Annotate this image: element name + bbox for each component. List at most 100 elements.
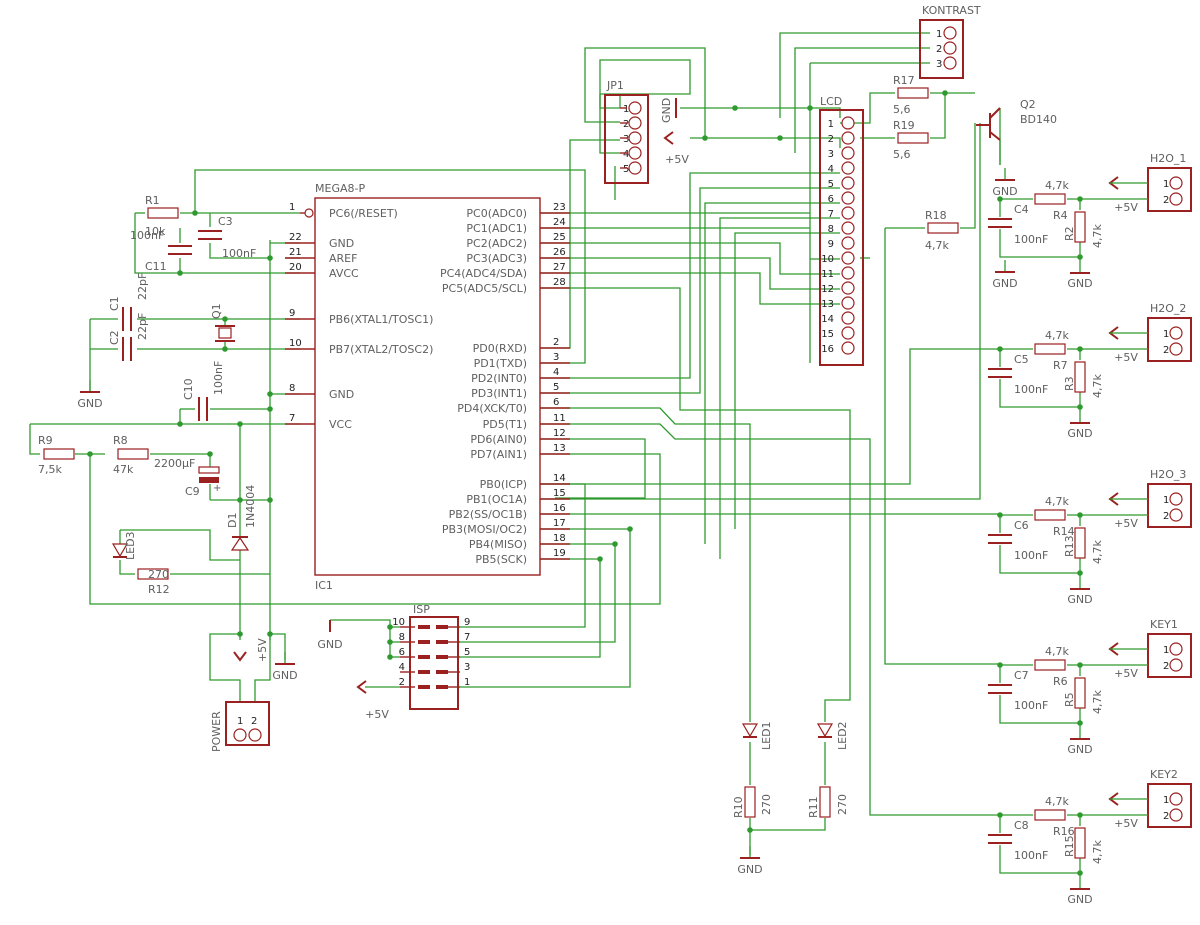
- r-value: 4,7k: [1045, 795, 1069, 808]
- d1-label: D1: [226, 513, 239, 528]
- ic1-pin-num: 3: [553, 352, 559, 363]
- ic1-pin-name: PB0(ICP): [480, 478, 527, 491]
- ic1-pin-num: 11: [553, 413, 566, 424]
- ic1-pin-name: PD7(AIN1): [470, 448, 527, 461]
- jp1-pin: [628, 116, 642, 130]
- cap-value: 100nF: [1014, 849, 1048, 862]
- r-bot-value: 4,7k: [1091, 840, 1104, 864]
- jp1-pin-num: 5: [623, 164, 629, 175]
- ic1-part-label: MEGA8-P: [315, 182, 365, 195]
- connector-pin-num: 1: [1163, 329, 1169, 340]
- isp-pin-num: 7: [464, 632, 470, 643]
- ic1-pin-num: 21: [289, 247, 302, 258]
- ic1-pin-name: PD2(INT0): [471, 372, 527, 385]
- vcc-label: +5V: [1114, 517, 1138, 530]
- cap-value: 100nF: [1014, 383, 1048, 396]
- r8-label: R8: [113, 434, 128, 447]
- cap-value: 100nF: [1014, 233, 1048, 246]
- jp1-pin: [628, 131, 642, 145]
- vcc-label: +5V: [665, 153, 689, 166]
- ic1-pin-name: GND: [329, 388, 354, 401]
- ic1-pin-num: 23: [553, 202, 566, 213]
- r-top-label: R4: [1053, 209, 1068, 222]
- power-pin-2: 2: [251, 716, 257, 727]
- sensor-connector: [1147, 633, 1192, 678]
- ic1-pin-num: 7: [289, 413, 295, 424]
- kontrast-pin-num: 1: [936, 29, 942, 40]
- r-value: 4,7k: [1045, 329, 1069, 342]
- lcd-pin: [841, 341, 855, 355]
- kontrast-pin: [943, 26, 957, 40]
- connector-pin-num: 1: [1163, 645, 1169, 656]
- lcd-pin-num: 6: [828, 194, 834, 205]
- jp1-pin-num: 1: [623, 104, 629, 115]
- ic1-pin-name: PC4(ADC4/SDA): [440, 267, 527, 280]
- lcd-pin: [841, 191, 855, 205]
- ic1-pin-num: 18: [553, 533, 566, 544]
- r11-value: 270: [836, 794, 849, 815]
- c9-value: 2200µF: [154, 457, 195, 470]
- lcd-pin-num: 9: [828, 239, 834, 250]
- jp1-ref-label: JP1: [606, 79, 624, 92]
- r-value: 4,7k: [1045, 645, 1069, 658]
- ic1-pin-num: 8: [289, 383, 295, 394]
- ic1-pin-name: PD1(TXD): [474, 357, 527, 370]
- kontrast-pin: [943, 41, 957, 55]
- ic1-pin-name: PB1(OC1A): [466, 493, 527, 506]
- ic1-pin-name: AREF: [329, 252, 357, 265]
- lcd-pin-num: 8: [828, 224, 834, 235]
- r-bot-value: 4,7k: [1091, 690, 1104, 714]
- lcd-pin: [841, 281, 855, 295]
- gnd-label: GND: [317, 638, 342, 651]
- q2-label: Q2: [1020, 98, 1036, 111]
- vcc-label: +5V: [1114, 667, 1138, 680]
- lcd-pin: [841, 206, 855, 220]
- kontrast-pin-num: 2: [936, 44, 942, 55]
- ic1-pin-name: AVCC: [329, 267, 359, 280]
- isp-pin-num: 6: [399, 647, 405, 658]
- ic1-pin-num: 10: [289, 338, 302, 349]
- c9-label: C9: [185, 485, 200, 498]
- led2-label: LED2: [836, 721, 849, 750]
- ic1-pin-num: 28: [553, 277, 566, 288]
- r12-value: 270: [148, 568, 169, 581]
- gnd-label: GND: [272, 669, 297, 682]
- lcd-pin-num: 14: [821, 314, 834, 325]
- power-pin-1: 1: [237, 716, 243, 727]
- connector-pin-num: 1: [1163, 795, 1169, 806]
- left-components: R1 10k C3 100nF C11 100nF C1 22pF C2 22p…: [38, 194, 257, 596]
- lcd-pin-num: 13: [821, 299, 834, 310]
- ic1-pin-num: 13: [553, 443, 566, 454]
- ic1-pin-num: 27: [553, 262, 566, 273]
- vcc-label: +5V: [1114, 201, 1138, 214]
- r-top-label: R14: [1053, 525, 1075, 538]
- gnd-label: GND: [1067, 277, 1092, 290]
- gnd-label: GND: [77, 397, 102, 410]
- c11-value: 100nF: [130, 229, 164, 242]
- cap-value: 100nF: [1014, 699, 1048, 712]
- isp-pin-num: 9: [464, 617, 470, 628]
- jp1-pin-num: 4: [623, 149, 629, 160]
- lcd-pin: [841, 251, 855, 265]
- junctions: [87, 90, 948, 833]
- lcd-pin-num: 16: [821, 344, 834, 355]
- sensor-ref-label: KEY2: [1150, 768, 1178, 781]
- gnd-label: GND: [1067, 743, 1092, 756]
- c9-plus: +: [213, 483, 221, 494]
- jp1-pin: [628, 161, 642, 175]
- led3-label: LED3: [124, 531, 137, 560]
- ic1-pin-name: PB6(XTAL1/TOSC1): [329, 313, 433, 326]
- ic1-pin-name: PD3(INT1): [471, 387, 527, 400]
- r-bot-label: R3: [1063, 376, 1076, 391]
- r-value: 4,7k: [1045, 179, 1069, 192]
- r-bot-value: 4,7k: [1091, 540, 1104, 564]
- gnd-label: GND: [1067, 893, 1092, 906]
- c2-label: C2: [108, 330, 121, 345]
- lcd-pin: [841, 116, 855, 130]
- lcd-pin-num: 7: [828, 209, 834, 220]
- gnd-label: GND: [992, 185, 1017, 198]
- gnd-label: GND: [1067, 427, 1092, 440]
- connector-pin-num: 2: [1163, 511, 1169, 522]
